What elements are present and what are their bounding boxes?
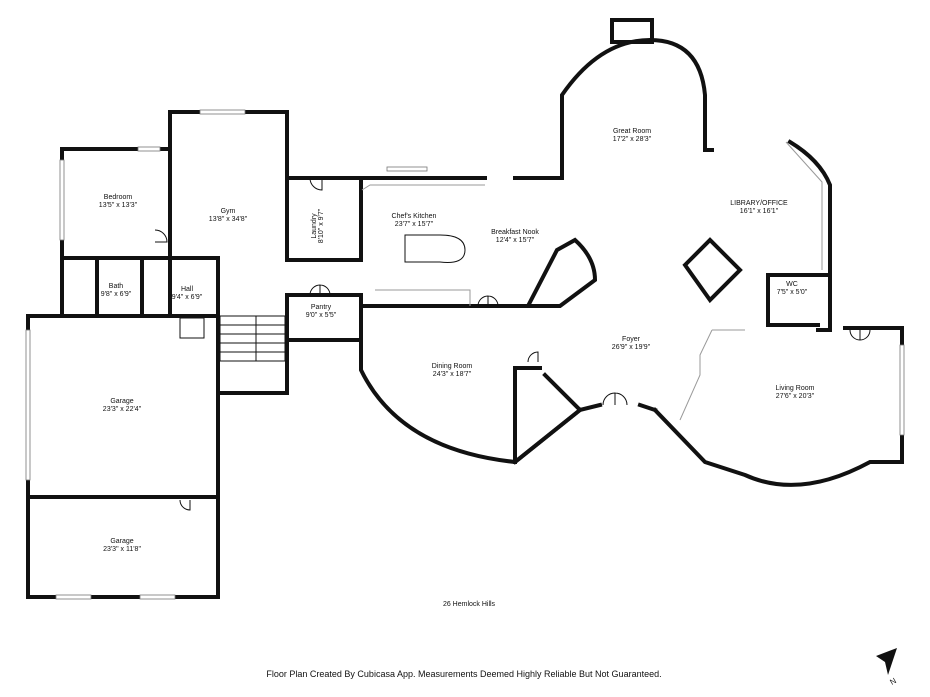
laundry-walls [285, 176, 363, 262]
great-room-bay [560, 37, 707, 180]
pantry-door [309, 284, 331, 296]
garage2-dims: 23'3" x 11'8" [103, 546, 141, 553]
great-room-name: Great Room [613, 128, 651, 135]
garage1-name: Garage [110, 398, 133, 405]
living-dims: 27'6" x 20'3" [776, 393, 815, 400]
bath-name: Bath [109, 283, 124, 290]
library-pod [682, 237, 743, 304]
bath-hall-walls [95, 256, 220, 318]
kitchen-lower-counter [375, 289, 471, 306]
staircase [179, 315, 286, 362]
dining-wedge [512, 372, 583, 465]
library-dims: 16'1" x 16'1" [740, 208, 779, 215]
dining-room-walls [359, 338, 583, 465]
foyer-lower-wall [577, 402, 658, 413]
kitchen-island [404, 234, 466, 263]
fireplace [610, 18, 654, 44]
living-room-walls [652, 326, 904, 487]
foyer-landing-line [679, 329, 745, 421]
hall-name: Hall [181, 286, 194, 293]
living-name: Living Room [776, 385, 815, 392]
foyer-dims: 26'9" x 19'9" [612, 344, 651, 351]
front-door [602, 392, 628, 406]
stairs-walls [216, 314, 289, 395]
dining-door [527, 351, 539, 363]
kitchen-name: Chef's Kitchen [392, 213, 437, 220]
library-name: LIBRARY/OFFICE [730, 200, 788, 207]
gym-dims: 13'8" x 34'8" [209, 216, 248, 223]
room-labels: Bedroom 13'5" x 13'3" Gym 13'8" x 34'8" … [99, 128, 815, 553]
north-label: N [888, 676, 898, 687]
garage1-dims: 23'3" x 22'4" [103, 406, 142, 413]
garage-outline [26, 314, 220, 599]
bedroom-name: Bedroom [104, 194, 133, 201]
dining-name: Dining Room [432, 363, 473, 370]
pantry-name: Pantry [311, 304, 332, 311]
dining-dims: 24'3" x 18'7" [433, 371, 472, 378]
kitchen-door [477, 295, 499, 307]
bath-dims: 9'8" x 6'9" [101, 291, 132, 298]
pantry-walls [285, 293, 363, 342]
kitchen-counter-line [361, 184, 485, 191]
north-arrow-icon: N [876, 648, 898, 687]
hall-dims: 9'4" x 6'9" [172, 294, 203, 301]
garage-door [179, 499, 191, 511]
wc-dims: 7'5" x 5'0" [777, 289, 808, 296]
laundry-dims: 8'10" x 9'7" [318, 208, 325, 243]
library-walls [703, 139, 832, 332]
footer-disclaimer: Floor Plan Created By Cubicasa App. Meas… [266, 669, 661, 679]
wc-walls [766, 273, 832, 327]
nook-wedge [524, 237, 598, 308]
foyer-name: Foyer [622, 336, 641, 343]
garage2-name: Garage [110, 538, 133, 545]
bedroom-walls [60, 147, 172, 318]
laundry-name: Laundry [311, 213, 318, 239]
gym-name: Gym [221, 208, 236, 215]
kitchen-dims: 23'7" x 15'7" [395, 221, 434, 228]
living-door [849, 329, 871, 341]
gym-door [154, 229, 168, 243]
wc-name: WC [786, 281, 798, 288]
pantry-dims: 9'0" x 5'5" [306, 312, 337, 319]
library-window-line [785, 141, 823, 270]
doors [154, 177, 871, 511]
nook-name: Breakfast Nook [491, 229, 539, 236]
laundry-door [309, 177, 323, 191]
nook-dims: 12'4" x 15'7" [496, 237, 535, 244]
bedroom-dims: 13'5" x 13'3" [99, 202, 138, 209]
windows [25, 109, 905, 600]
address-label: 26 Hemlock Hills [443, 601, 496, 608]
walls [26, 18, 904, 599]
great-room-dims: 17'2" x 28'3" [613, 136, 652, 143]
interior-lines [361, 141, 823, 421]
